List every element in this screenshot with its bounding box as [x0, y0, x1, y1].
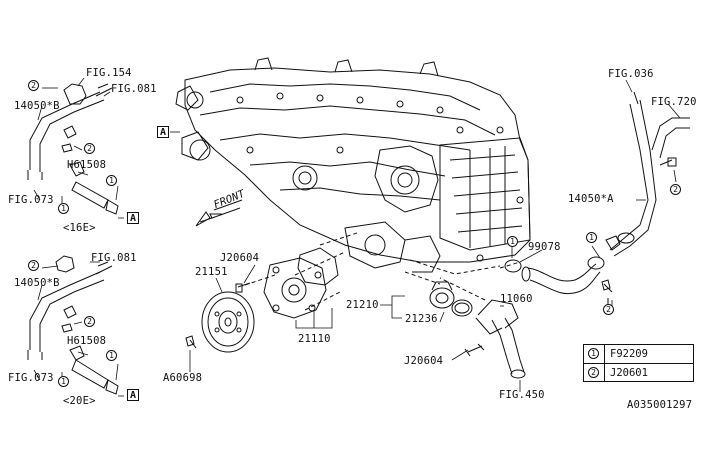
- ref-box-a-lower[interactable]: A: [127, 389, 139, 401]
- label-part-14050a[interactable]: 14050*A: [568, 193, 614, 205]
- label-part-a60698[interactable]: A60698: [163, 372, 203, 384]
- legend-symbol: 1: [584, 345, 605, 363]
- label-part-j20604-upper[interactable]: J20604: [220, 252, 260, 264]
- ref-circle-1: 1: [586, 232, 597, 243]
- legend-row: 2 J20601: [584, 364, 693, 382]
- label-variant-16e: <16E>: [63, 222, 96, 234]
- pipe-14050a-drawing: [601, 91, 690, 305]
- label-fig036[interactable]: FIG.036: [608, 68, 654, 80]
- legend-row: 1 F92209: [584, 345, 693, 364]
- legend-code[interactable]: J20601: [610, 367, 648, 379]
- ref-circle-1: 1: [106, 350, 117, 361]
- label-part-h61508-lower[interactable]: H61508: [67, 335, 107, 347]
- label-part-21110[interactable]: 21110: [298, 333, 331, 345]
- legend-table: 1 F92209 2 J20601: [583, 344, 694, 382]
- water-pump-drawing: [185, 247, 339, 353]
- label-part-21210[interactable]: 21210: [346, 299, 379, 311]
- label-variant-20e: <20E>: [63, 395, 96, 407]
- label-part-j20604-lower[interactable]: J20604: [404, 355, 444, 367]
- label-fig450[interactable]: FIG.450: [499, 389, 545, 401]
- thermostat-drawing: [429, 281, 473, 317]
- ref-circle-2: 2: [28, 260, 39, 271]
- label-fig081-upper[interactable]: FIG.081: [111, 83, 157, 95]
- figure-code: A035001297: [627, 399, 693, 411]
- label-fig073-lower[interactable]: FIG.073: [8, 372, 54, 384]
- legend-symbol: 2: [584, 364, 605, 382]
- label-part-21151[interactable]: 21151: [195, 266, 228, 278]
- label-part-21236[interactable]: 21236: [405, 313, 438, 325]
- pipe-14050b-upper-drawing: [27, 83, 119, 215]
- ref-circle-1: 1: [58, 203, 69, 214]
- legend-symbol-circle: 2: [588, 367, 599, 378]
- label-fig720[interactable]: FIG.720: [651, 96, 697, 108]
- label-part-14050b-upper[interactable]: 14050*B: [14, 100, 60, 112]
- ref-circle-2: 2: [28, 80, 39, 91]
- ref-circle-2: 2: [670, 184, 681, 195]
- ref-circle-2: 2: [84, 316, 95, 327]
- ref-circle-2: 2: [603, 304, 614, 315]
- legend-symbol-circle: 1: [588, 348, 599, 359]
- legend-code[interactable]: F92209: [610, 348, 648, 360]
- label-fig154[interactable]: FIG.154: [86, 67, 132, 79]
- ref-circle-1: 1: [507, 236, 518, 247]
- water-outlet-pipe-drawing: [464, 299, 526, 379]
- ref-box-a-engine[interactable]: A: [157, 126, 169, 138]
- label-fig073-upper[interactable]: FIG.073: [8, 194, 54, 206]
- ref-circle-2: 2: [84, 143, 95, 154]
- label-part-14050b-lower[interactable]: 14050*B: [14, 277, 60, 289]
- ref-circle-1: 1: [58, 376, 69, 387]
- engine-block-drawing: [175, 57, 531, 273]
- label-leader-lines: [33, 77, 681, 397]
- label-fig081-lower[interactable]: FIG.081: [91, 252, 137, 264]
- front-arrow-drawing: [195, 199, 243, 227]
- label-part-11060[interactable]: 11060: [500, 293, 533, 305]
- hose-99078-drawing: [504, 256, 605, 294]
- ref-circle-1: 1: [106, 175, 117, 186]
- label-part-h61508-upper[interactable]: H61508: [67, 159, 107, 171]
- assembly-dashed-lines: [244, 231, 521, 311]
- ref-box-a-upper[interactable]: A: [127, 212, 139, 224]
- pipe-14050b-lower-drawing: [27, 255, 119, 395]
- label-part-99078[interactable]: 99078: [528, 241, 561, 253]
